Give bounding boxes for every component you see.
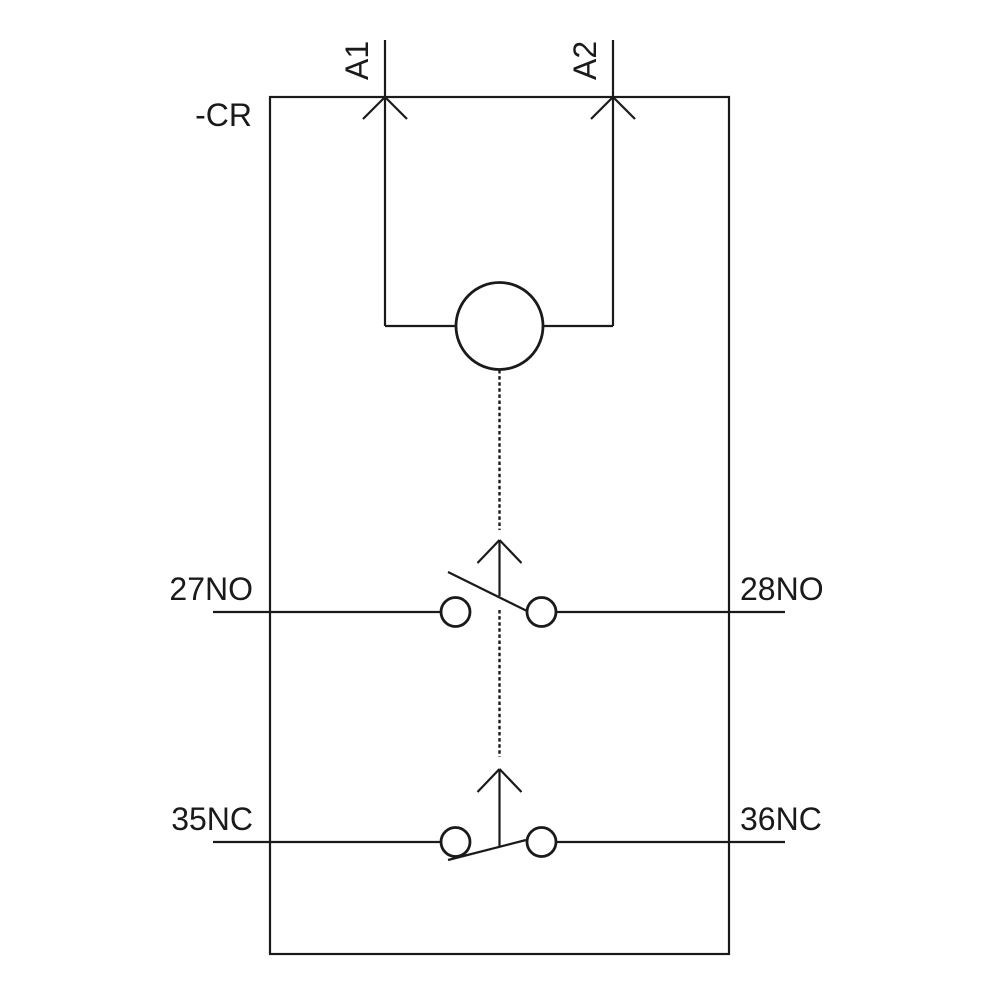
nc-contact-terminal-right: [525, 826, 558, 858]
coil-terminal-a1-label: A1: [339, 41, 375, 80]
actuation-arrow-no-head: [476, 539, 523, 564]
device-tag-label: -CR: [195, 97, 252, 133]
terminal-connection-mark-a1-icon: [362, 96, 408, 120]
actuation-arrow-no-icon: [476, 539, 523, 596]
no-contact-blade: [447, 571, 528, 612]
relay-coil-circle-icon: [454, 281, 545, 371]
no-contact-terminal-right: [525, 596, 558, 628]
coil-terminal-a1: A1: [339, 40, 408, 326]
no-contact-right-label: 28NO: [740, 571, 824, 607]
no-contact: 27NO 28NO: [169, 539, 824, 628]
nc-contact-left-label: 35NC: [171, 801, 253, 837]
actuation-arrow-nc-head: [476, 768, 523, 793]
no-contact-left-label: 27NO: [169, 571, 253, 607]
actuation-arrow-nc-icon: [476, 768, 523, 846]
relay-coil: [385, 281, 613, 371]
relay-outline-box: [268, 95, 731, 956]
nc-contact-blade: [447, 838, 527, 862]
terminal-connection-mark-a2-icon: [590, 96, 636, 120]
nc-contact: 35NC 36NC: [171, 768, 822, 862]
nc-contact-right-label: 36NC: [740, 801, 822, 837]
coil-terminal-a2-label: A2: [567, 41, 603, 80]
coil-terminal-a2: A2: [567, 40, 636, 326]
nc-contact-terminal-left: [439, 826, 472, 858]
no-contact-terminal-left: [439, 596, 472, 628]
